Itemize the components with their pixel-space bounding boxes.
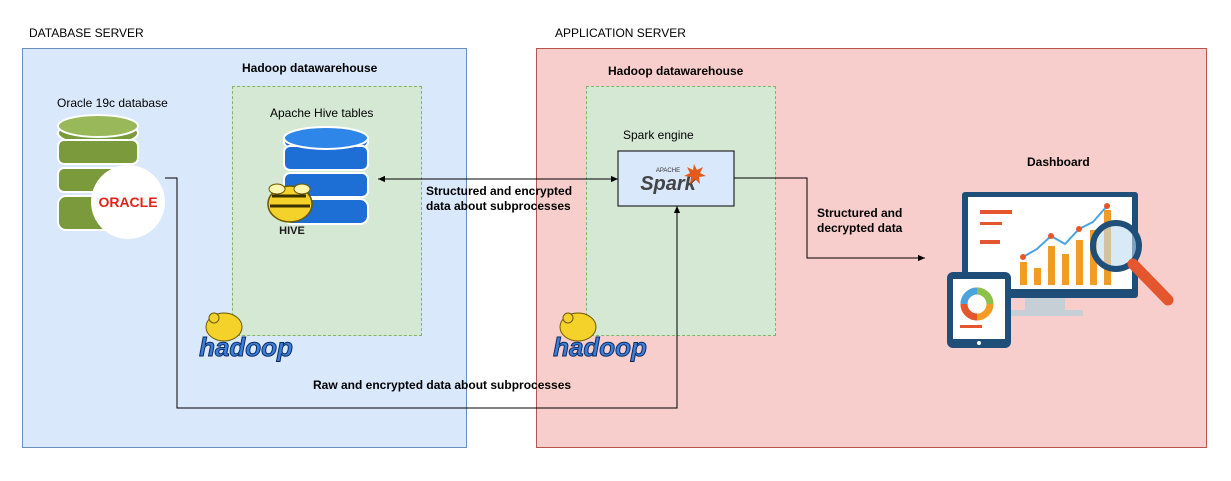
edge-spark-dashboard xyxy=(734,177,925,262)
hadoop-logo-db-icon: hadoop xyxy=(199,312,294,363)
spark-star-icon xyxy=(684,164,706,184)
spark-logo-text: Spark xyxy=(640,173,696,195)
hive-label: Apache Hive tables xyxy=(270,106,374,120)
oracle-logo-icon: ORACLE xyxy=(91,165,165,239)
db-warehouse-title: Hadoop datawarehouse xyxy=(242,61,378,75)
edge-label-spark-dashboard: Structured and decrypted data xyxy=(817,206,903,235)
hadoop-logo-text: hadoop xyxy=(553,332,647,362)
dashboard-label: Dashboard xyxy=(1027,155,1090,169)
spark-engine-box: APACHE Spark xyxy=(617,150,735,207)
edge-label-oracle-spark: Raw and encrypted data about subprocesse… xyxy=(313,378,572,392)
hive-bee-icon: HIVE xyxy=(267,183,313,237)
edge-label-hive-spark: Structured and encrypted data about subp… xyxy=(426,184,573,213)
database-server-title: DATABASE SERVER xyxy=(29,26,144,40)
hadoop-logo-app-icon: hadoop xyxy=(553,312,648,363)
dashboard-icon xyxy=(947,192,1174,348)
app-warehouse-title: Hadoop datawarehouse xyxy=(608,64,744,78)
spark-label: Spark engine xyxy=(623,128,694,142)
oracle-label: Oracle 19c database xyxy=(57,96,168,110)
hive-logo-text: HIVE xyxy=(279,225,305,237)
spark-logo-small: APACHE xyxy=(656,168,680,174)
hadoop-logo-text: hadoop xyxy=(199,332,293,362)
app-warehouse-zone xyxy=(586,86,776,336)
application-server-title: APPLICATION SERVER xyxy=(555,26,686,40)
oracle-logo-text: ORACLE xyxy=(98,194,157,210)
edge-oracle-spark xyxy=(165,177,681,409)
